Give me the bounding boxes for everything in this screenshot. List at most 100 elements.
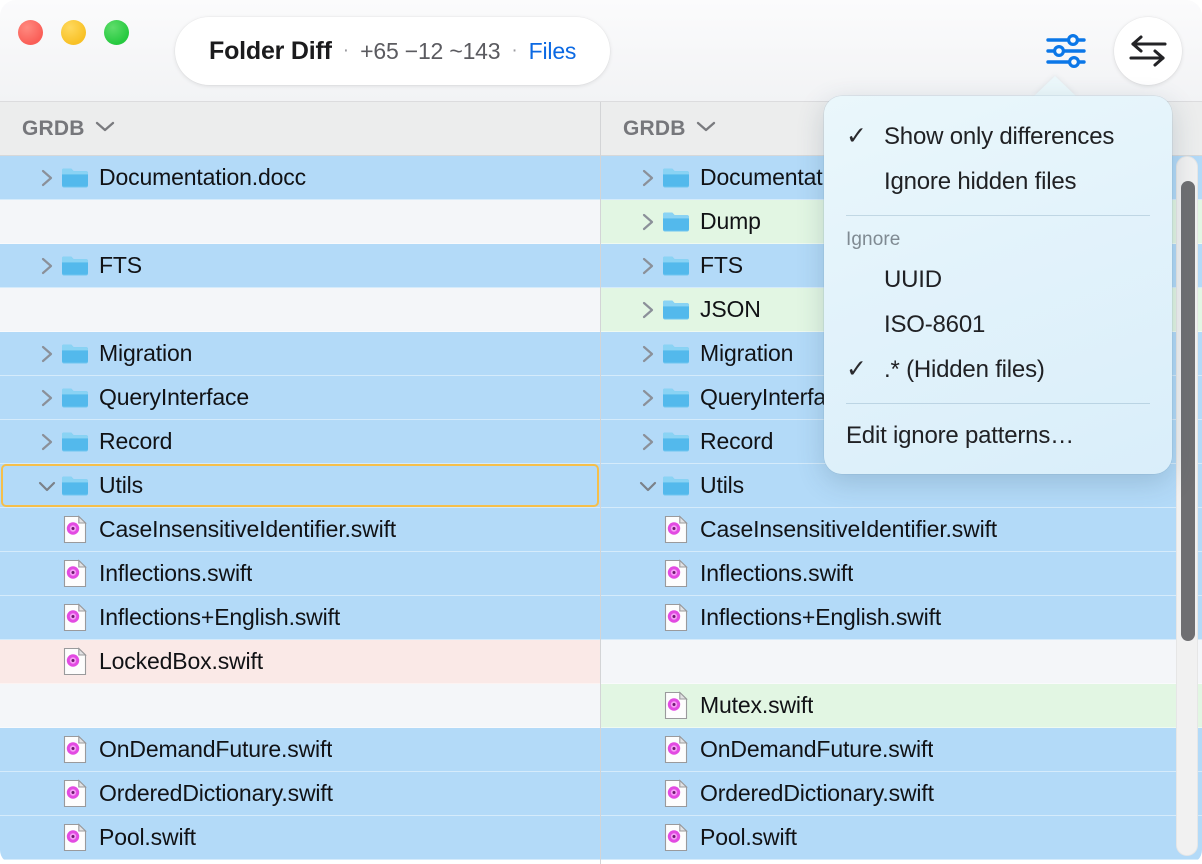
diff-stats: +65 −12 ~143 (360, 37, 501, 64)
edit-ignore-patterns-item[interactable]: Edit ignore patterns… (824, 413, 1172, 458)
sliders-icon[interactable] (1044, 31, 1088, 71)
folder-icon (661, 474, 691, 497)
ignore-label: UUID (884, 265, 942, 293)
swift-file-icon (63, 515, 87, 544)
row-label: OrderedDictionary.swift (99, 780, 333, 806)
table-row-placeholder (601, 640, 1202, 684)
chevron-right-icon[interactable] (635, 300, 661, 320)
zoom-button[interactable] (104, 20, 129, 45)
table-row[interactable]: Documentation.docc (0, 156, 600, 200)
folder-icon (60, 430, 90, 453)
edit-ignore-patterns-label: Edit ignore patterns… (846, 421, 1074, 449)
table-row[interactable]: OrderedDictionary.swift (601, 772, 1202, 816)
swift-file-icon (664, 779, 688, 808)
row-label: Migration (99, 340, 193, 366)
row-label: OnDemandFuture.swift (99, 736, 333, 762)
files-link[interactable]: Files (528, 37, 577, 64)
vertical-scrollbar[interactable] (1176, 156, 1198, 856)
chevron-right-icon[interactable] (34, 388, 60, 408)
swift-file-icon (664, 823, 688, 852)
minimize-button[interactable] (61, 20, 86, 45)
table-row[interactable]: Inflections+English.swift (0, 596, 600, 640)
table-row[interactable]: OnDemandFuture.swift (601, 728, 1202, 772)
chevron-down-icon[interactable] (635, 479, 661, 493)
table-row-placeholder (0, 288, 600, 332)
chevron-down-icon[interactable] (34, 479, 60, 493)
swift-file-icon (63, 823, 87, 852)
table-row[interactable]: Migration (0, 332, 600, 376)
title-separator-2: · (511, 39, 518, 61)
chevron-right-icon[interactable] (635, 432, 661, 452)
folder-icon (661, 386, 691, 409)
table-row[interactable]: Inflections.swift (601, 552, 1202, 596)
row-label: OrderedDictionary.swift (700, 780, 934, 806)
ignore-item[interactable]: ✓ISO-8601 (824, 302, 1172, 347)
chevron-right-icon[interactable] (635, 212, 661, 232)
row-label: FTS (99, 252, 142, 278)
menu-separator-2 (846, 403, 1150, 404)
chevron-right-icon[interactable] (635, 344, 661, 364)
folder-icon (60, 342, 90, 365)
table-row[interactable]: OrderedDictionary.swift (0, 772, 600, 816)
swift-file-icon (63, 647, 87, 676)
chevron-right-icon[interactable] (635, 168, 661, 188)
pane-right-title: GRDB (623, 116, 686, 140)
chevron-right-icon[interactable] (34, 344, 60, 364)
ignore-item[interactable]: ✓.* (Hidden files) (824, 347, 1172, 392)
menu-item[interactable]: ✓Show only differences (824, 114, 1172, 159)
folder-icon (661, 342, 691, 365)
chevron-right-icon[interactable] (34, 168, 60, 188)
table-row[interactable]: CaseInsensitiveIdentifier.swift (601, 508, 1202, 552)
swift-file-icon (63, 603, 87, 632)
table-row[interactable]: FTS (0, 244, 600, 288)
table-row[interactable]: Mutex.swift (601, 684, 1202, 728)
row-label: JSON (700, 296, 761, 322)
folder-icon (62, 432, 88, 452)
table-row-placeholder (0, 684, 600, 728)
swift-file-icon (60, 779, 90, 808)
close-button[interactable] (18, 20, 43, 45)
chevron-right-icon[interactable] (34, 432, 60, 452)
table-row[interactable]: Pool.swift (0, 816, 600, 860)
row-label: Inflections.swift (99, 560, 253, 586)
folder-icon (661, 430, 691, 453)
document-title-pill[interactable]: Folder Diff · +65 −12 ~143 · Files (175, 17, 611, 85)
table-row[interactable]: Inflections+English.swift (601, 596, 1202, 640)
ignore-label: ISO-8601 (884, 310, 986, 338)
table-row[interactable]: Utils (0, 464, 600, 508)
table-row[interactable]: Record (0, 420, 600, 464)
table-row[interactable]: Inflections.swift (0, 552, 600, 596)
swift-file-icon (60, 823, 90, 852)
table-row[interactable]: LockedBox.swift (0, 640, 600, 684)
pane-left-title: GRDB (22, 116, 85, 140)
row-label: Record (99, 428, 173, 454)
chevron-down-icon[interactable] (95, 120, 115, 138)
pane-left-header[interactable]: GRDB (0, 102, 600, 156)
chevron-right-icon[interactable] (635, 388, 661, 408)
swift-file-icon (60, 735, 90, 764)
table-row[interactable]: CaseInsensitiveIdentifier.swift (0, 508, 600, 552)
swift-file-icon (661, 691, 691, 720)
swift-file-icon (664, 559, 688, 588)
row-label: QueryInterface (99, 384, 250, 410)
row-label: Utils (700, 472, 744, 498)
chevron-down-icon[interactable] (696, 120, 716, 138)
folder-icon (62, 168, 88, 188)
ignore-item[interactable]: ✓UUID (824, 257, 1172, 302)
scrollbar-thumb[interactable] (1181, 181, 1195, 641)
table-row[interactable]: QueryInterface (0, 376, 600, 420)
table-row[interactable]: OnDemandFuture.swift (0, 728, 600, 772)
swap-sides-button[interactable] (1114, 17, 1182, 85)
folder-icon (62, 476, 88, 496)
checkmark-icon: ✓ (846, 122, 867, 150)
chevron-right-icon[interactable] (34, 256, 60, 276)
menu-section-title-ignore: Ignore (846, 229, 901, 250)
menu-item[interactable]: ✓Ignore hidden files (824, 159, 1172, 204)
folder-icon (60, 166, 90, 189)
chevron-right-icon[interactable] (635, 256, 661, 276)
table-row[interactable]: Pool.swift (601, 816, 1202, 860)
swift-file-icon (63, 735, 87, 764)
